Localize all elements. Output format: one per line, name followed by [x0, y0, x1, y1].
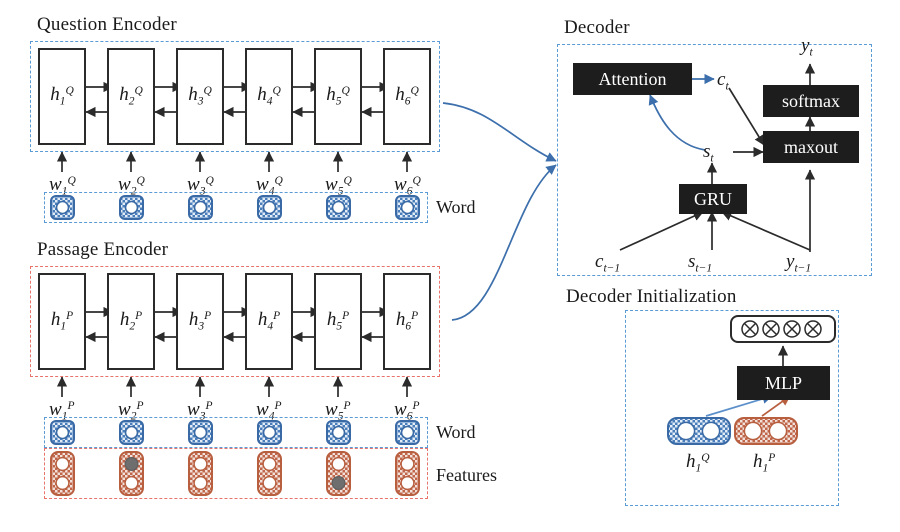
- passage-encoder-title: Passage Encoder: [37, 239, 169, 260]
- passage-cell-3[interactable]: h3P: [176, 273, 224, 370]
- passage-feature-blocks: [50, 451, 420, 496]
- question-word-group: [44, 192, 428, 223]
- decoder-attention-arrows: [648, 73, 715, 151]
- question-cell-4[interactable]: h4Q: [245, 48, 293, 145]
- question-input-1: w1Q: [49, 174, 76, 198]
- passage-input-6: w6P: [394, 399, 420, 423]
- gru-block[interactable]: GRU: [679, 184, 747, 214]
- question-encoder-group: [30, 41, 440, 152]
- decoder-title: Decoder: [564, 17, 630, 38]
- maxout-block[interactable]: maxout: [763, 131, 859, 163]
- passage-input-4: w4P: [256, 399, 282, 423]
- question-cell-5[interactable]: h5Q: [314, 48, 362, 145]
- passage-word-group: [44, 417, 428, 448]
- passage-features-label: Features: [436, 465, 497, 485]
- attention-block[interactable]: Attention: [573, 63, 692, 95]
- init-input-question-label: h1Q: [686, 451, 710, 475]
- softmax-block[interactable]: softmax: [763, 85, 859, 117]
- question-hidden-3: h3Q: [188, 84, 212, 108]
- passage-features-group: [44, 448, 428, 499]
- prev-output-label: yt−1: [786, 251, 812, 275]
- question-input-2: w2Q: [118, 174, 145, 198]
- passage-input-5: w5P: [325, 399, 351, 423]
- passage-word-embedding-blocks: [50, 420, 420, 445]
- decoder-group: [557, 44, 872, 276]
- question-cell-2[interactable]: h2Q: [107, 48, 155, 145]
- passage-input-1: w1P: [49, 399, 75, 423]
- prev-state-label: st−1: [688, 251, 713, 275]
- decoder-state-label: st: [703, 141, 714, 165]
- mlp-block[interactable]: MLP: [737, 366, 830, 400]
- passage-hidden-6: h6P: [395, 309, 419, 333]
- question-encoder-title: Question Encoder: [37, 14, 177, 35]
- passage-input-3: w3P: [187, 399, 213, 423]
- question-hidden-1: h1Q: [50, 84, 74, 108]
- prev-context-label: ct−1: [595, 251, 621, 275]
- decoder-init-input-capsules: [667, 417, 798, 445]
- question-cell-1[interactable]: h1Q: [38, 48, 86, 145]
- decoder-init-title: Decoder Initialization: [566, 286, 737, 307]
- passage-word-label: Word: [436, 422, 476, 442]
- decoder-init-group: [625, 310, 839, 506]
- passage-hidden-2: h2P: [119, 309, 143, 333]
- question-hidden-2: h2Q: [119, 84, 143, 108]
- passage-encoder-group: [30, 266, 440, 377]
- init-input-passage-label: h1P: [753, 451, 776, 475]
- passage-hidden-4: h4P: [257, 309, 281, 333]
- decoder-init-vector-box: [730, 315, 836, 343]
- question-hidden-4: h4Q: [257, 84, 281, 108]
- encoder-to-decoder-flow-arrows: [442, 102, 557, 321]
- question-word-embedding-blocks: [50, 195, 420, 220]
- question-input-3: w3Q: [187, 174, 214, 198]
- question-cell-6[interactable]: h6Q: [383, 48, 431, 145]
- question-encoder-input-arrows: [56, 151, 413, 172]
- decoder-internal-arrows: [619, 63, 816, 252]
- question-input-6: w6Q: [394, 174, 421, 198]
- passage-cell-6[interactable]: h6P: [383, 273, 431, 370]
- passage-cell-4[interactable]: h4P: [245, 273, 293, 370]
- passage-hidden-3: h3P: [188, 309, 212, 333]
- passage-input-2: w2P: [118, 399, 144, 423]
- question-input-4: w4Q: [256, 174, 283, 198]
- passage-cell-5[interactable]: h5P: [314, 273, 362, 370]
- passage-cell-1[interactable]: h1P: [38, 273, 86, 370]
- question-cell-3[interactable]: h3Q: [176, 48, 224, 145]
- passage-cell-2[interactable]: h2P: [107, 273, 155, 370]
- output-label: yt: [801, 35, 813, 59]
- question-input-5: w5Q: [325, 174, 352, 198]
- passage-hidden-1: h1P: [50, 309, 74, 333]
- context-vector-label: ct: [717, 69, 729, 93]
- passage-hidden-5: h5P: [326, 309, 350, 333]
- question-hidden-5: h5Q: [326, 84, 350, 108]
- passage-encoder-input-arrows: [56, 376, 413, 397]
- question-word-label: Word: [436, 197, 476, 217]
- question-hidden-6: h6Q: [395, 84, 419, 108]
